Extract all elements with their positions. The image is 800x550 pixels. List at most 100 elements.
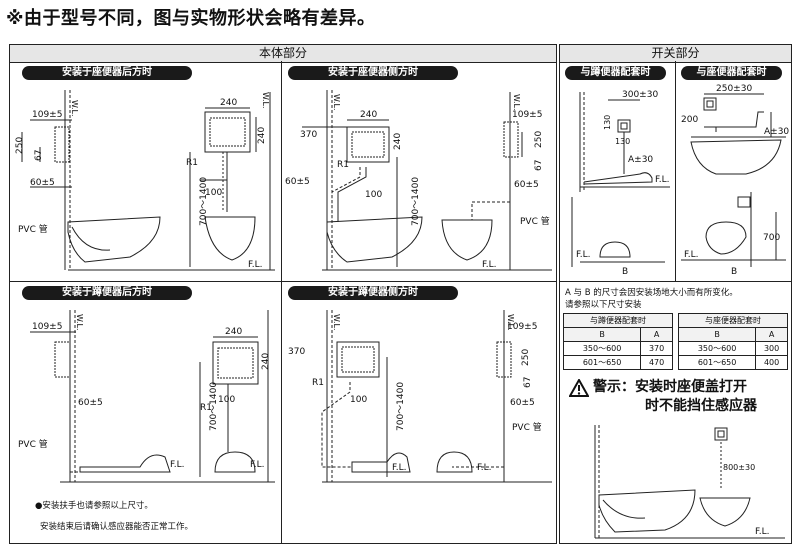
label-b-b: B (731, 267, 737, 277)
table-squat-title: 与蹲便器配套时 (563, 313, 673, 328)
label-fl-b: F.L. (482, 260, 496, 270)
dim-100-b: 100 (365, 190, 382, 200)
dim-240-c: 240 (225, 327, 242, 337)
diagram-switch-squat: 300±30 130 130 A±30 F.L. F.L. B (571, 90, 670, 277)
dim-60: 60±5 (30, 178, 55, 188)
label-fl-c: F.L. (170, 460, 184, 470)
warning-block: 警示：安装时座便盖打开 时不能挡住感应器 (569, 378, 789, 416)
label-fl-f: F.L. (477, 463, 491, 473)
label-fl-g: F.L. (655, 175, 669, 185)
label-wl-2: W.L. (261, 92, 270, 109)
dim-130: 130 (603, 115, 612, 130)
label-wl-d: W.L. (75, 314, 84, 331)
diagram-seat-side: 370 240 240 R1 100 60±5 700～1400 109±5 2… (285, 90, 552, 271)
size-note-line1: A 与 B 的尺寸会因安装场地大小而有所变化。 (565, 288, 738, 298)
label-wl-c: W.L. (512, 94, 521, 111)
label-b: B (622, 267, 628, 277)
footnote-handrail: ●安装扶手也请参照以上尺寸。 (35, 501, 153, 511)
dim-240-bv: 240 (393, 133, 403, 150)
dim-100: 100 (205, 188, 222, 198)
main-horizontal-divider (9, 281, 557, 282)
dim-370: 370 (300, 130, 317, 140)
label-wl-f: W.L. (506, 314, 515, 331)
label-fl-j: F.L. (755, 527, 769, 537)
label-wl: W.L. (70, 100, 79, 117)
label-r1-d: R1 (312, 378, 324, 388)
dim-60-e: 60±5 (510, 398, 535, 408)
diagram-seat-rear: 109±5 250 67 60±5 PVC 管 W.L. 240 240 R1 … (15, 90, 275, 271)
label-pvc-b: PVC 管 (520, 215, 550, 227)
table-cell: 601～650 (562, 355, 642, 370)
panel-tag-switch-seat: 与座便器配套时 (681, 66, 782, 80)
switch-horizontal-divider (559, 281, 792, 282)
label-fl-d: F.L. (250, 460, 264, 470)
dim-109-c: 109±5 (32, 322, 62, 332)
diagram-squat-side: 370 R1 100 700～1400 109±5 250 67 60±5 PV… (288, 310, 552, 483)
panel-tag-seat-side: 安装于座便器侧方时 (288, 66, 458, 80)
label-r1-b: R1 (337, 160, 349, 170)
table-cell: 470 (640, 355, 673, 370)
dim-67-b: 67 (534, 160, 544, 171)
dim-a30: A±30 (628, 155, 653, 165)
label-fl-e: F.L. (392, 463, 406, 473)
diagram-squat-rear: 109±5 60±5 PVC 管 240 240 R1 100 700～1400… (18, 310, 275, 483)
dim-67: 67 (34, 150, 44, 161)
main-section-header: 本体部分 (10, 45, 556, 63)
dim-60-c: 60±5 (514, 180, 539, 190)
dim-700-1400: 700～1400 (199, 177, 209, 226)
main-section: 本体部分 (9, 44, 557, 544)
panel-tag-squat-side: 安装于蹲便器侧方时 (288, 286, 458, 300)
warning-triangle-icon (569, 379, 589, 397)
dim-a30-b: A±30 (764, 127, 789, 137)
size-note: A 与 B 的尺寸会因安装场地大小而有所变化。 请参照以下尺寸安装 (565, 287, 790, 311)
dim-700-1400-d: 700～1400 (396, 382, 406, 431)
label-pvc-c: PVC 管 (18, 438, 48, 450)
model-difference-note: ※由于型号不同，图与实物形状会略有差异。 (6, 8, 376, 29)
dim-60-d: 60±5 (78, 398, 103, 408)
dim-67-d: 67 (523, 377, 533, 388)
switch-section: 开关部分 (559, 44, 792, 544)
panel-tag-squat-rear: 安装于蹲便器后方时 (22, 286, 192, 300)
table-cell: 350～600 (677, 341, 757, 356)
dim-800: 800±30 (723, 463, 755, 472)
dim-109: 109±5 (32, 110, 62, 120)
table-cell: 370 (640, 341, 673, 356)
dim-300: 300±30 (622, 90, 658, 100)
dim-240-cv: 240 (261, 353, 271, 370)
panel-tag-seat-rear: 安装于座便器后方时 (22, 66, 192, 80)
warning-line2: 时不能挡住感应器 (645, 398, 757, 414)
diagram-sensor-clearance: 800±30 F.L. (594, 425, 785, 539)
label-r1: R1 (186, 158, 198, 168)
dim-700: 700 (763, 233, 780, 243)
table-cell: 601～650 (677, 355, 757, 370)
diagram-switch-seat: 250±30 200 A±30 700 F.L. B (681, 84, 789, 277)
footnote-verify: 安装结束后请确认感应器能否正常工作。 (40, 522, 194, 532)
dim-60-b: 60±5 (285, 177, 310, 187)
dim-250-b: 250 (534, 131, 544, 148)
dim-700-1400-b: 700～1400 (411, 177, 421, 226)
table-seat-header-b: B (677, 327, 757, 342)
panel-tag-switch-squat: 与蹲便器配套时 (565, 66, 666, 80)
dim-100-c: 100 (218, 395, 235, 405)
dim-240-b: 240 (360, 110, 377, 120)
label-fl: F.L. (248, 260, 262, 270)
dim-370-b: 370 (288, 347, 305, 357)
table-cell: 400 (755, 355, 788, 370)
label-pvc: PVC 管 (18, 223, 48, 235)
dim-250: 250 (15, 137, 25, 154)
switch-vertical-divider (675, 61, 676, 281)
label-fl-h: F.L. (576, 250, 590, 260)
dim-240: 240 (220, 98, 237, 108)
table-seat-header-a: A (755, 327, 788, 342)
label-r1-c: R1 (200, 403, 212, 413)
dim-700-1400-c: 700～1400 (209, 382, 219, 431)
dim-240-v: 240 (257, 127, 267, 144)
size-note-line2: 请参照以下尺寸安装 (565, 300, 642, 310)
label-wl-b: W.L. (332, 94, 341, 111)
table-squat-header-a: A (640, 327, 673, 342)
